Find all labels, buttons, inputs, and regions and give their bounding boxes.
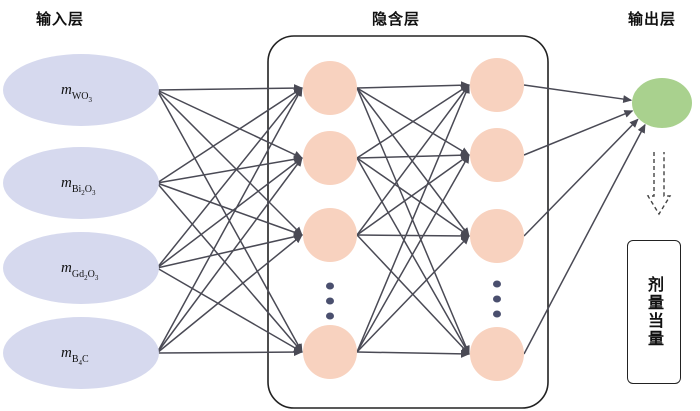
edge-input-3-hidden1-4 bbox=[156, 267, 303, 353]
hidden2-node-1 bbox=[470, 58, 524, 112]
edge-hidden2-2-output bbox=[523, 110, 634, 156]
edge-input-4-hidden1-2 bbox=[156, 157, 303, 354]
edge-input-4-hidden1-3 bbox=[156, 234, 303, 354]
edge-input-3-hidden1-2 bbox=[156, 157, 303, 269]
edge-input-3-hidden1-1 bbox=[156, 87, 303, 269]
hidden1-ellipsis-dot bbox=[326, 312, 334, 320]
edge-hidden1-1-hidden2-4 bbox=[356, 87, 470, 355]
hidden-layer-title: 隐含层 bbox=[372, 10, 421, 28]
edge-input-4-hidden1-1 bbox=[156, 87, 303, 354]
edge-input-2-hidden1-2 bbox=[156, 155, 303, 184]
dose-equivalent-box: 剂量当量 bbox=[627, 240, 681, 384]
edge-hidden1-2-hidden2-2 bbox=[356, 151, 470, 160]
edge-input-2-hidden1-4 bbox=[156, 182, 303, 353]
hidden2-node-2 bbox=[470, 128, 524, 182]
hidden2-node-4 bbox=[470, 327, 524, 381]
hidden1-ellipsis-dot bbox=[326, 282, 334, 290]
input-layer-title: 输入层 bbox=[36, 10, 85, 28]
edge-hidden1-2-hidden2-4 bbox=[356, 157, 470, 355]
hidden1-node-3 bbox=[303, 208, 357, 262]
edge-input-1-hidden1-2 bbox=[156, 89, 303, 159]
input-node-3 bbox=[3, 232, 159, 304]
hidden2-ellipsis-dot bbox=[493, 295, 501, 303]
edge-input-1-hidden1-3 bbox=[156, 89, 303, 236]
edge-hidden1-4-hidden2-3 bbox=[356, 235, 470, 353]
edge-input-2-hidden1-3 bbox=[156, 182, 303, 237]
hidden-layer-box bbox=[267, 35, 549, 409]
edge-hidden1-4-hidden2-2 bbox=[356, 154, 470, 353]
hidden2-ellipsis-dot bbox=[493, 280, 501, 288]
hidden1-node-1 bbox=[303, 61, 357, 115]
output-down-arrow-icon bbox=[646, 152, 672, 216]
hidden1-ellipsis-dot bbox=[326, 297, 334, 305]
input-node-1 bbox=[3, 54, 159, 126]
edge-input-4-hidden1-4 bbox=[156, 348, 303, 357]
hidden2-node-3 bbox=[470, 209, 524, 263]
edge-hidden1-3-hidden2-3 bbox=[356, 231, 470, 240]
hidden1-node-4 bbox=[303, 325, 357, 379]
edge-input-1-hidden1-1 bbox=[156, 84, 303, 93]
input-label-4: mB4C bbox=[61, 345, 89, 367]
edge-hidden2-1-output bbox=[523, 84, 633, 104]
output-node bbox=[632, 78, 692, 128]
hidden2-ellipsis-dot bbox=[493, 310, 501, 318]
edge-hidden1-2-hidden2-3 bbox=[356, 157, 470, 237]
edge-hidden2-3-output bbox=[523, 118, 639, 237]
dose-equivalent-label: 剂量当量 bbox=[645, 276, 664, 348]
edge-hidden1-1-hidden2-1 bbox=[356, 81, 470, 90]
input-labels: mWO3 mBi2O3 mGd2O3 mB4C bbox=[61, 82, 99, 367]
input-label-1: mWO3 bbox=[61, 82, 93, 104]
edge-input-2-hidden1-1 bbox=[156, 87, 303, 184]
edge-input-3-hidden1-3 bbox=[156, 232, 303, 269]
input-label-3: mGd2O3 bbox=[61, 260, 99, 282]
edge-hidden2-4-output bbox=[523, 123, 646, 355]
input-node-4 bbox=[3, 317, 159, 389]
edge-hidden1-3-hidden2-2 bbox=[356, 154, 470, 236]
hidden1-node-2 bbox=[303, 131, 357, 185]
connections bbox=[156, 81, 646, 358]
edge-hidden1-1-hidden2-3 bbox=[356, 87, 470, 237]
nodes bbox=[3, 54, 692, 389]
edge-hidden1-2-hidden2-1 bbox=[356, 84, 470, 159]
edge-hidden1-4-hidden2-1 bbox=[356, 84, 470, 353]
output-layer-title: 输出层 bbox=[628, 10, 677, 28]
edge-hidden1-4-hidden2-4 bbox=[356, 349, 470, 358]
input-node-2 bbox=[3, 147, 159, 219]
input-label-2: mBi2O3 bbox=[61, 175, 96, 197]
edge-hidden1-3-hidden2-1 bbox=[356, 84, 470, 236]
